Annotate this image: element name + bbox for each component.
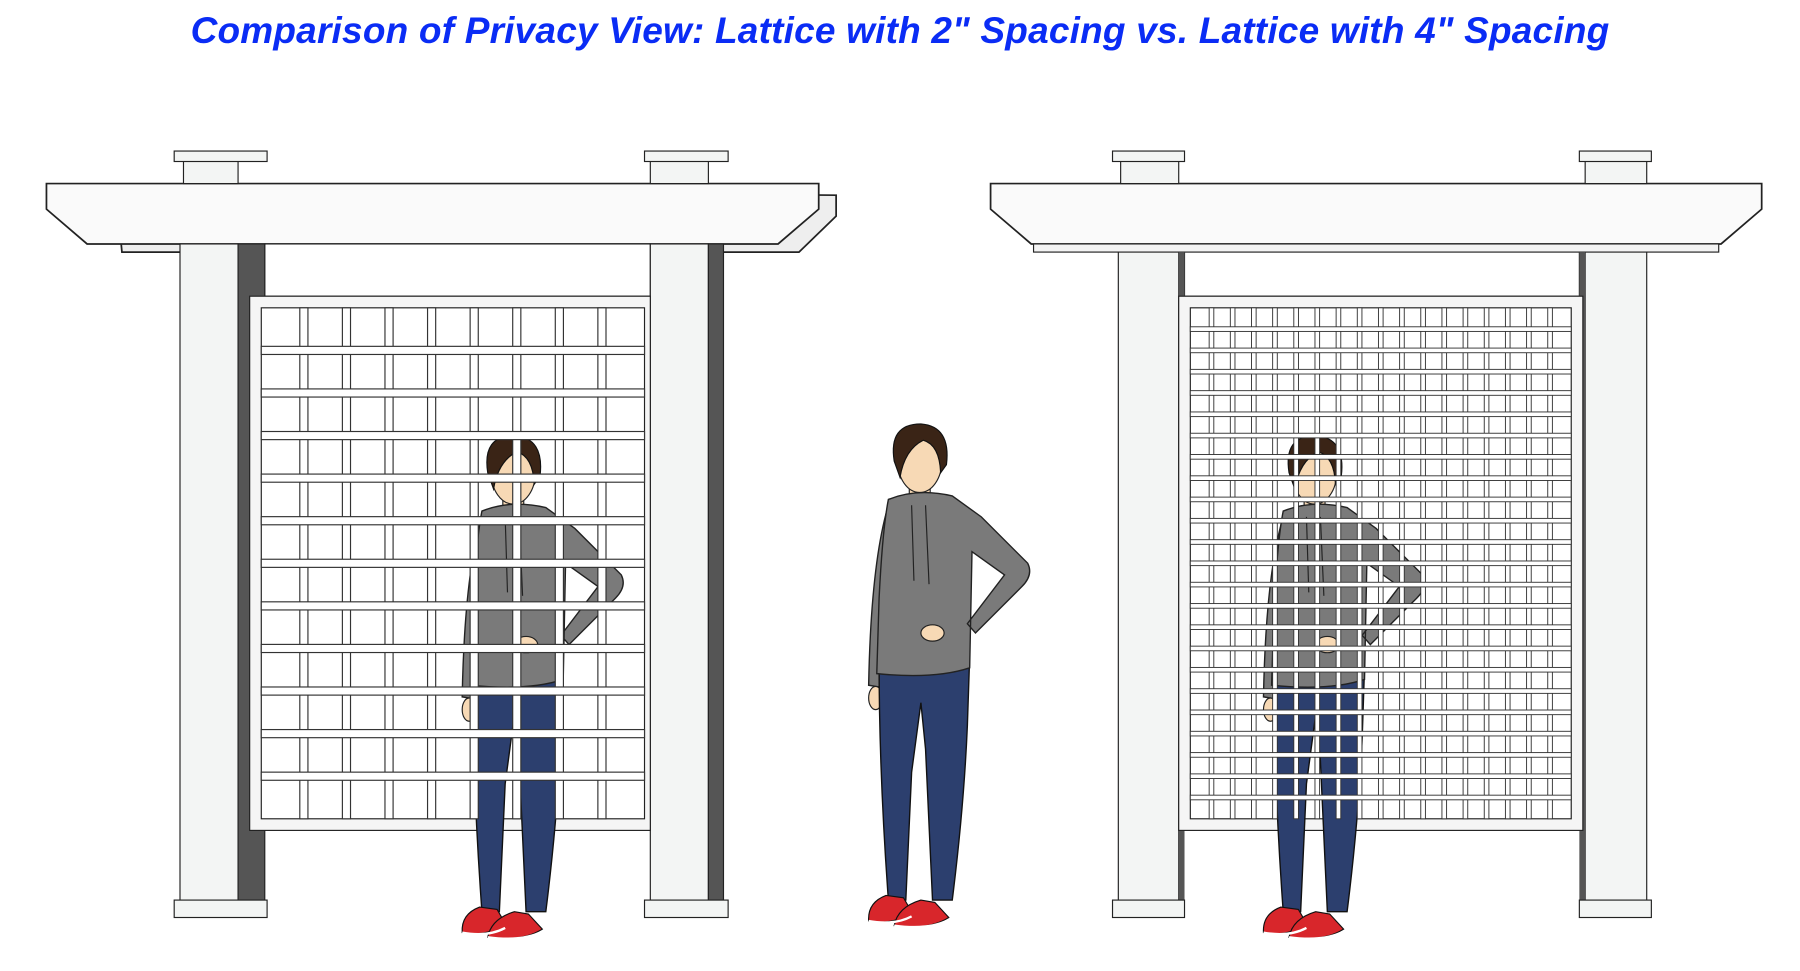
horizontal-slat xyxy=(1189,560,1572,567)
horizontal-slat xyxy=(1189,539,1572,545)
horizontal-slat xyxy=(260,430,646,441)
horizontal-slat xyxy=(1189,475,1572,481)
horizontal-slat xyxy=(1189,730,1572,737)
horizontal-slat xyxy=(260,771,646,781)
horizontal-slat xyxy=(1189,773,1572,779)
horizontal-slat xyxy=(1189,347,1572,354)
horizontal-slat xyxy=(1189,624,1572,630)
horizontal-slat xyxy=(260,388,646,398)
horizontal-slat xyxy=(260,601,646,611)
horizontal-slat xyxy=(1189,454,1572,460)
horizontal-slat xyxy=(1189,794,1572,801)
person-reference xyxy=(867,422,1031,929)
header-rail xyxy=(264,243,651,297)
horizontal-slat xyxy=(1189,368,1572,375)
horizontal-slat xyxy=(1189,645,1572,652)
horizontal-slat xyxy=(260,728,646,739)
horizontal-slat xyxy=(260,473,646,483)
page-title: Comparison of Privacy View: Lattice with… xyxy=(190,10,1610,51)
post-right xyxy=(643,150,729,919)
beam-strip xyxy=(1032,243,1720,253)
horizontal-slat xyxy=(260,686,646,696)
lattice-2in xyxy=(260,307,646,820)
horizontal-slat xyxy=(260,558,646,568)
horizontal-slat xyxy=(260,516,646,526)
left-pergola xyxy=(45,150,837,940)
beam xyxy=(45,182,820,245)
post-left xyxy=(1111,150,1186,919)
header-rail xyxy=(1183,251,1580,297)
horizontal-slat xyxy=(260,345,646,356)
post-right xyxy=(1578,150,1652,919)
horizontal-slat xyxy=(1189,390,1572,396)
horizontal-slat xyxy=(1189,688,1572,694)
horizontal-slat xyxy=(1189,752,1572,758)
horizontal-slat xyxy=(1189,517,1572,524)
beam xyxy=(989,182,1763,245)
horizontal-slat xyxy=(1189,411,1572,418)
horizontal-slat xyxy=(1189,496,1572,503)
lattice-4in xyxy=(1189,307,1572,820)
right-pergola xyxy=(989,150,1763,940)
horizontal-slat xyxy=(1189,666,1572,673)
horizontal-slat xyxy=(1189,603,1572,609)
horizontal-slat xyxy=(1189,432,1572,439)
horizontal-slat xyxy=(1189,709,1572,716)
horizontal-slat xyxy=(260,643,646,654)
horizontal-slat xyxy=(1189,326,1572,332)
horizontal-slat xyxy=(1189,581,1572,588)
